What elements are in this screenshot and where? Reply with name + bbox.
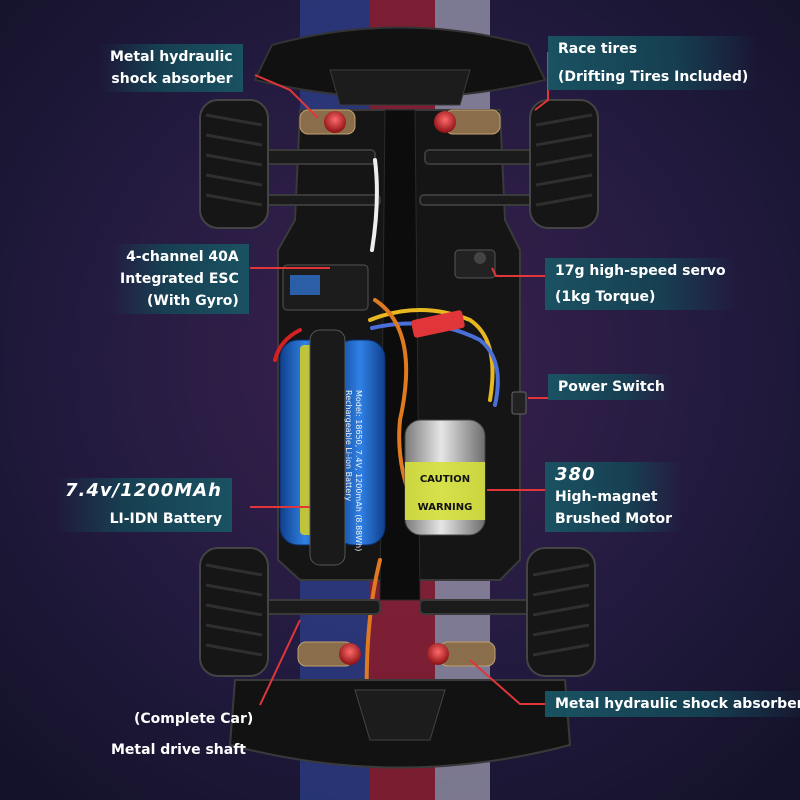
- rear-diffuser: [354, 689, 446, 741]
- motor-print-warning: WARNING: [418, 502, 473, 513]
- front-bumper: [253, 26, 547, 99]
- motor-print-caution: CAUTION: [420, 474, 470, 485]
- front-right-tire: [529, 99, 599, 229]
- label-servo: 17g high-speed servo (1kg Torque): [545, 258, 736, 310]
- front-shock-absorbers: [299, 109, 501, 135]
- rear-shock-absorbers: [297, 641, 496, 667]
- rear-suspension: [259, 599, 541, 615]
- battery-print-model: Model: 18650, 7.4V, 1200mAh (8.88Wh): [354, 390, 363, 551]
- front-left-tire: [199, 99, 269, 229]
- callout-lines: [250, 52, 549, 706]
- label-power-switch: Power Switch: [548, 374, 675, 400]
- red-connector: [411, 310, 465, 338]
- label-shock-rear: Metal hydraulic shock absorber: [545, 691, 800, 717]
- label-motor: 380 High-magnet Brushed Motor: [545, 462, 682, 532]
- bumper-mount: [329, 69, 471, 106]
- esc-board: [282, 264, 369, 311]
- power-switch: [511, 391, 527, 415]
- rear-right-tire: [526, 547, 596, 677]
- front-suspension: [254, 149, 546, 206]
- servo: [454, 249, 496, 279]
- label-shock-front: Metal hydraulic shock absorber: [100, 44, 243, 92]
- label-drive-shaft: Metal drive shaft: [111, 742, 246, 758]
- motor: [404, 419, 486, 536]
- label-battery: 7.4v/1200MAh LI-IDN Battery: [55, 478, 232, 532]
- label-esc: 4-channel 40A Integrated ESC (With Gyro): [110, 244, 249, 314]
- label-complete-car: (Complete Car): [134, 711, 254, 727]
- rear-left-tire: [199, 547, 269, 677]
- battery-pack: [279, 329, 386, 566]
- label-race-tires: Race tires (Drifting Tires Included): [548, 36, 759, 90]
- battery-print-type: Rechargeable Li-ion Battery: [344, 390, 353, 501]
